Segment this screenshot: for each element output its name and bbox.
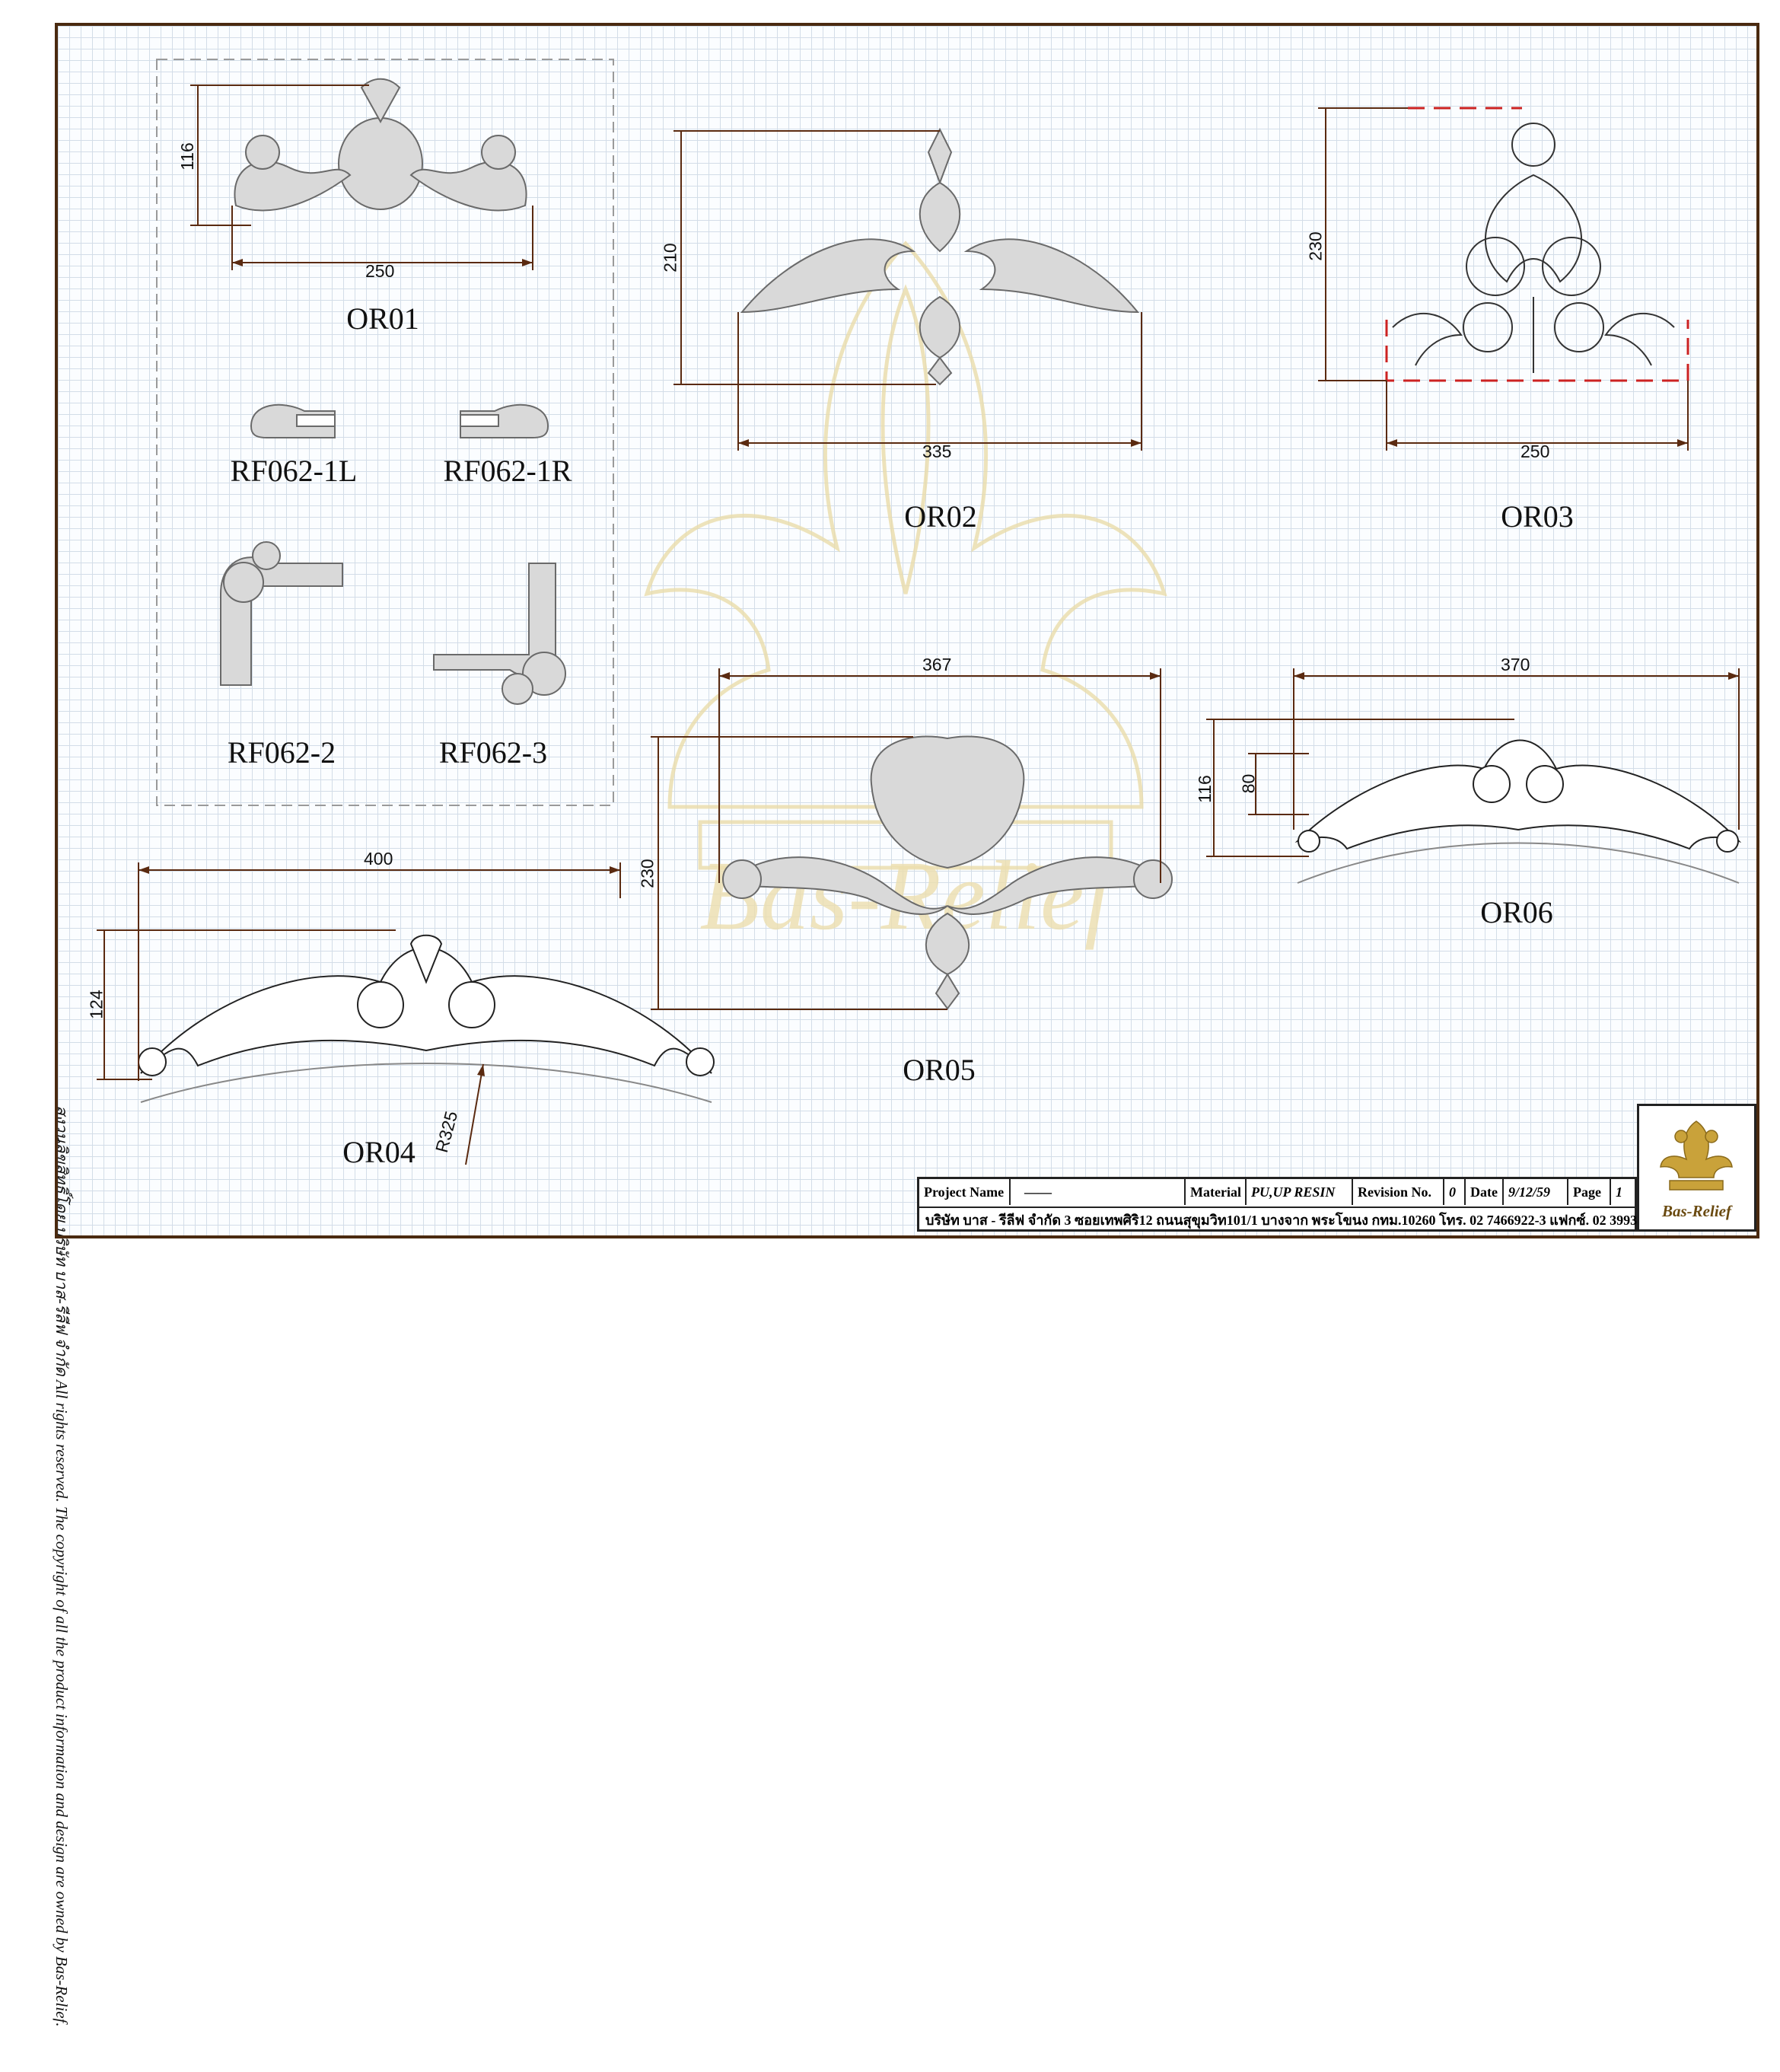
revision-value: 0 xyxy=(1444,1179,1466,1205)
company-address: บริษัท บาส - รีลีฟ จำกัด 3 ซอยเทพศิริ12 … xyxy=(919,1207,1657,1231)
ornament-or03 xyxy=(1392,123,1675,373)
or06-width-dim: 370 xyxy=(1501,655,1530,674)
label-or01: OR01 xyxy=(346,301,419,336)
ornament-or02 xyxy=(740,127,1140,386)
ornament-or06 xyxy=(1294,739,1742,853)
or02-width-dim: 335 xyxy=(922,441,952,461)
drawing-frame xyxy=(55,23,1759,1238)
bas-relief-logo-box: Bas-Relief xyxy=(1637,1104,1756,1232)
dimension-arrows xyxy=(139,259,1739,1076)
revision-label: Revision No. xyxy=(1353,1179,1444,1205)
ornament-rf062-1l xyxy=(250,403,336,438)
label-rf062-1l: RF062-1L xyxy=(230,454,358,488)
page-value: 1 xyxy=(1616,1184,1622,1200)
watermark-text: Bas-Relief xyxy=(699,841,1123,951)
material-label: Material xyxy=(1186,1179,1247,1205)
ornament-rf062-3 xyxy=(433,563,566,705)
left-panel-border xyxy=(156,59,614,806)
copyright-note: สงวนลิขสิทธิ์โดย บริษัท บาส-รีลีฟ จำกัด … xyxy=(53,1105,71,2027)
title-block: Project Name —— Material PU,UP RESIN Rev… xyxy=(917,1177,1657,1232)
ornament-or05 xyxy=(722,735,1173,1010)
watermark-logo: Bas-Relief xyxy=(644,241,1167,951)
ornament-rf062-2 xyxy=(220,541,343,686)
date-label: Date xyxy=(1466,1179,1504,1205)
label-or04: OR04 xyxy=(342,1135,416,1169)
material-value: PU,UP RESIN xyxy=(1247,1179,1353,1205)
ornament-or01 xyxy=(234,78,527,212)
label-or02: OR02 xyxy=(904,499,977,534)
ornament-drawings xyxy=(97,78,1742,1165)
project-name-value: —— xyxy=(1011,1179,1186,1205)
date-value: 9/12/59 xyxy=(1504,1179,1568,1205)
project-name-label: Project Name xyxy=(919,1179,1011,1205)
logo-text: Bas-Relief xyxy=(1662,1202,1731,1220)
or01-width-dim: 250 xyxy=(365,261,395,281)
page-label: Page xyxy=(1568,1179,1611,1205)
or03-red-guides xyxy=(1385,107,1689,382)
label-or03: OR03 xyxy=(1501,499,1574,534)
ornament-rf062-1r xyxy=(460,403,549,438)
label-rf062-1r: RF062-1R xyxy=(443,454,572,488)
label-or05: OR05 xyxy=(903,1053,976,1087)
dimension-lines xyxy=(97,84,1740,1165)
or04-width-dim: 400 xyxy=(364,849,393,869)
label-rf062-2: RF062-2 xyxy=(227,735,336,770)
bas-relief-logo-icon xyxy=(1660,1120,1733,1191)
label-or06: OR06 xyxy=(1480,895,1553,929)
or05-width-dim: 367 xyxy=(922,655,952,674)
drawing-sheet: Bas-Relief xyxy=(53,23,1759,2027)
label-rf062-3: RF062-3 xyxy=(438,735,548,770)
ornament-or04 xyxy=(138,934,715,1076)
or03-width-dim: 250 xyxy=(1520,441,1550,461)
